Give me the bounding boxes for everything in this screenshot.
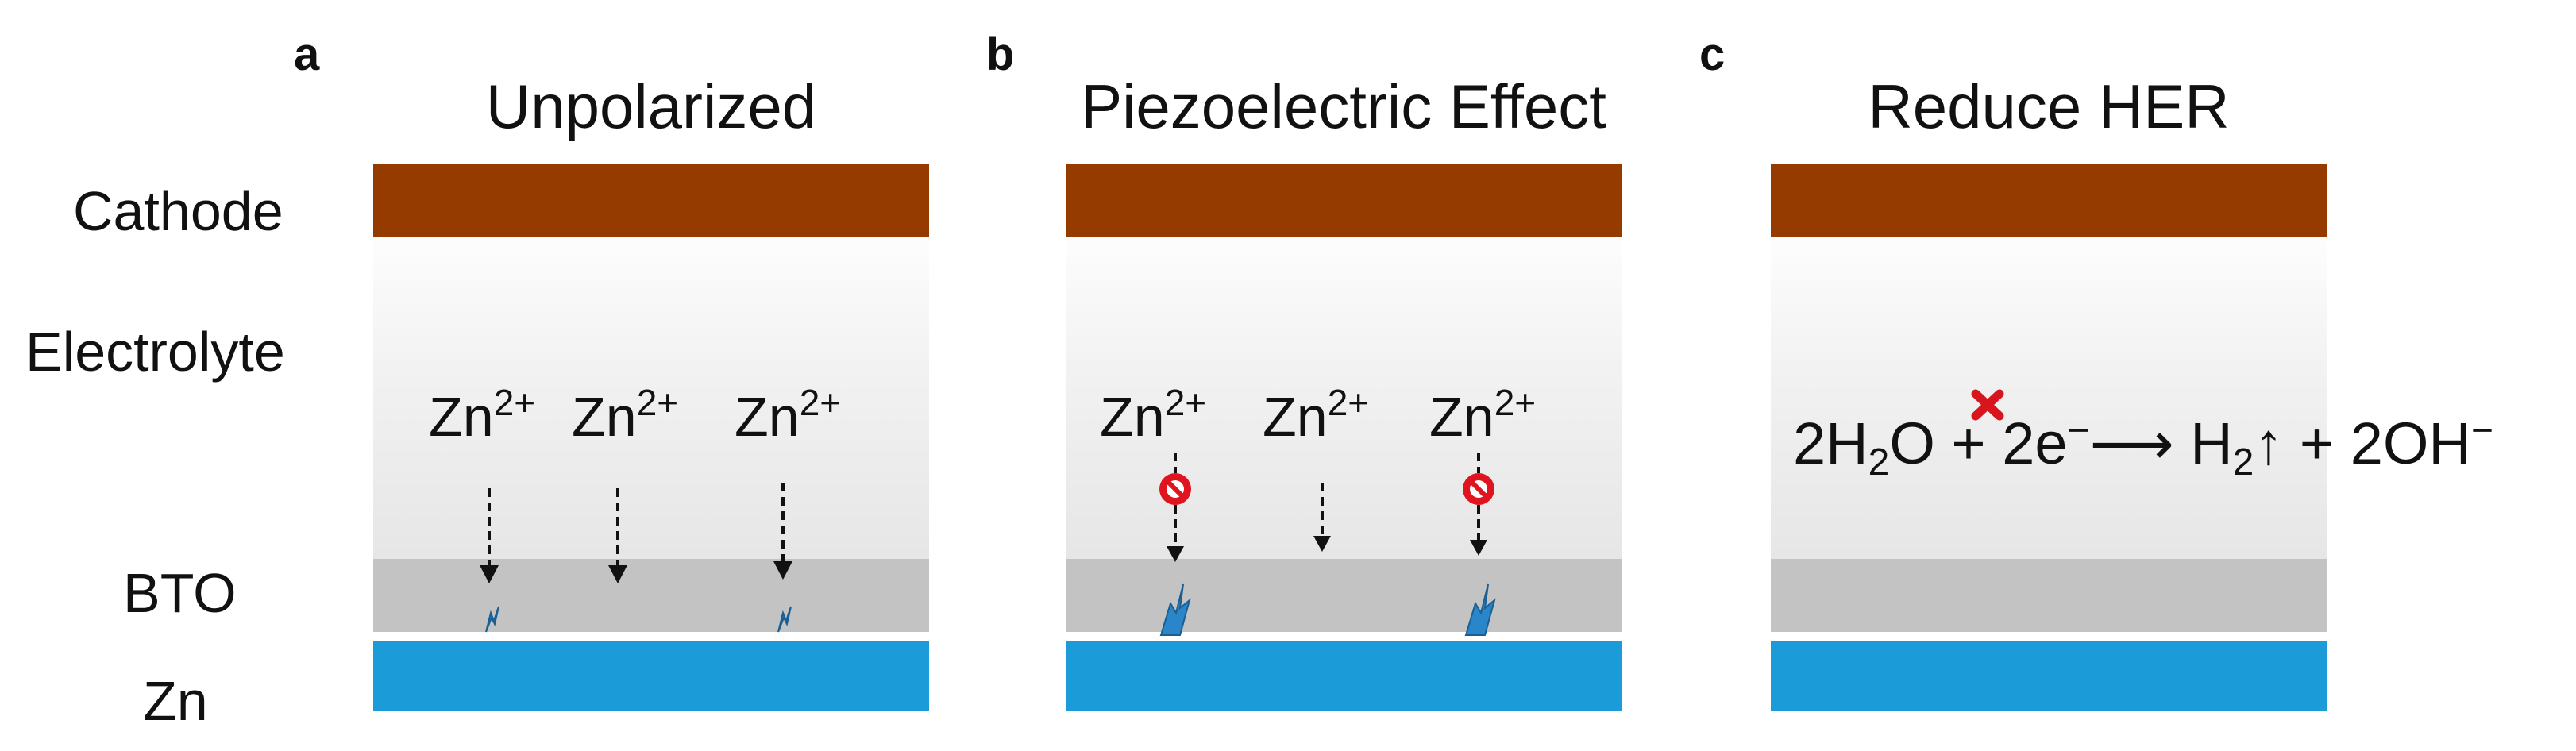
panel-c-cell [1771,164,2327,711]
zinc-layer [1771,641,2327,711]
label-cathode: Cathode [73,180,283,242]
no-entry-icon [1159,473,1191,505]
dendrite-icon [777,606,792,633]
bto-layer [1771,559,2327,632]
dashed-down-arrow-icon [1313,483,1331,552]
dashed-down-arrow-icon [480,488,499,583]
panel-b-letter: b [986,29,1015,80]
panel-a-cell [373,164,929,711]
panel-c-title: Reduce HER [1868,71,2230,141]
gas-up-arrow-icon: ↑ [2254,410,2284,476]
dashed-down-arrow-icon [1167,453,1184,562]
panel-a-letter: a [294,29,320,80]
zn-ion-label: Zn2+ [429,382,536,448]
cathode-layer [1771,164,2327,237]
panel-a-title: Unpolarized [485,71,817,141]
separator-gap [373,632,929,641]
cathode-layer [373,164,929,237]
reaction-arrow-icon: ⟶ [2089,410,2174,476]
zn-ion-label: Zn2+ [572,382,679,448]
panel-b-cell [1066,164,1622,711]
label-electrolyte: Electrolyte [25,321,285,383]
no-entry-icon [1463,473,1494,505]
dendrite-icon [1159,583,1191,636]
zn-ion-label: Zn2+ [1100,382,1207,448]
panel-b-title: Piezoelectric Effect [1081,71,1606,141]
separator-gap [1771,632,2327,641]
zn-ion-label: Zn2+ [735,382,842,448]
her-equation: 2H2O + 2e−⟶ H2↑ + 2OH− [1793,410,2493,483]
dashed-down-arrow-icon [608,488,627,583]
panel-c-letter: c [1699,29,1726,80]
cross-icon [1971,389,2004,421]
dendrite-icon [485,606,499,633]
electrolyte-layer [1066,237,1622,559]
label-zn: Zn [143,670,208,732]
zinc-layer [1066,641,1622,711]
dendrite-icon [1464,583,1496,636]
bto-layer [1066,559,1622,632]
bto-layer [373,559,929,632]
zn-ion-label: Zn2+ [1429,382,1537,448]
zinc-layer [373,641,929,711]
electrolyte-layer [1771,237,2327,559]
dashed-down-arrow-icon [1470,453,1487,556]
label-bto: BTO [123,562,237,624]
electrolyte-layer [373,237,929,559]
dashed-down-arrow-icon [773,483,792,580]
zn-ion-label: Zn2+ [1263,382,1370,448]
cathode-layer [1066,164,1622,237]
